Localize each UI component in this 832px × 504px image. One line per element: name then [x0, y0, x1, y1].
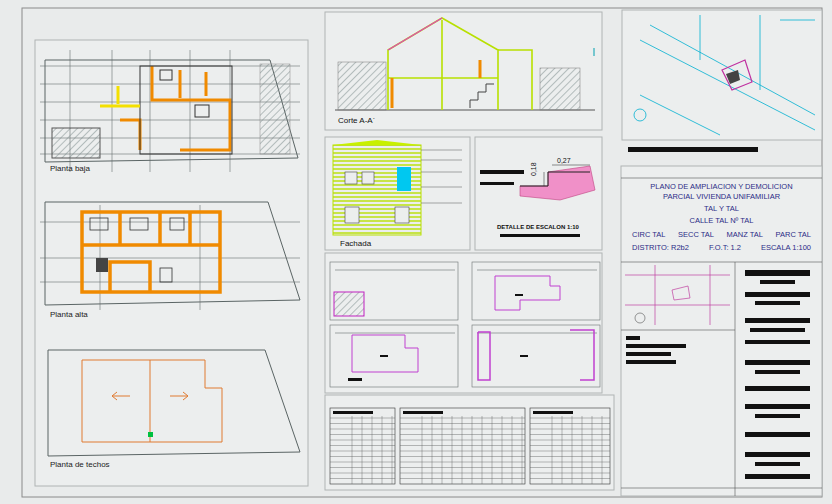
table-rule	[602, 416, 603, 484]
table-rule	[400, 418, 525, 419]
table-rule	[530, 423, 610, 424]
table-rule	[452, 416, 453, 484]
table-rule	[400, 462, 525, 463]
table-rule	[530, 473, 610, 474]
drawing-label: Fachada	[340, 240, 371, 248]
table-rule	[330, 473, 395, 474]
table-rule	[400, 451, 525, 452]
table-rule	[482, 416, 483, 484]
drawing-label: 0,18	[530, 162, 537, 176]
table-rule	[572, 416, 573, 484]
table-rule	[400, 423, 525, 424]
table-rule	[330, 440, 395, 441]
title-row: CIRC TAL SECC TAL MANZ TAL PARC TAL	[626, 230, 817, 240]
table-rule	[442, 416, 443, 484]
table-rule	[400, 440, 525, 441]
drawing-label: DETALLE DE ESCALON 1:10	[497, 224, 579, 230]
table-rule	[530, 462, 610, 463]
table-rule	[462, 416, 463, 484]
title-text: PLANO DE AMPLIACION Y DEMOLICION PARCIAL…	[626, 182, 817, 202]
table-rule	[330, 418, 395, 419]
table-rule	[472, 416, 473, 484]
title-text: DISTRITO: R2b2	[632, 243, 689, 253]
title-text: TAL Y TAL	[626, 204, 817, 214]
table-rule	[530, 418, 610, 419]
table-rule	[562, 416, 563, 484]
table-rule	[530, 467, 610, 468]
table-rule	[530, 440, 610, 441]
table-rule	[530, 456, 610, 457]
table-rule	[330, 445, 395, 446]
title-text: F.O.T: 1.2	[709, 243, 741, 253]
table-rule	[352, 416, 353, 484]
drawing-label: Planta baja	[50, 165, 90, 173]
title-text: MANZ TAL	[727, 230, 763, 240]
drawing-label: Planta de techos	[50, 461, 110, 469]
drawing-label: 0,27	[557, 157, 571, 164]
title-text: PARC TAL	[776, 230, 811, 240]
table-rule	[592, 416, 593, 484]
drawing-label: Corte A-A´	[338, 117, 375, 125]
table-rule	[422, 416, 423, 484]
table-rule	[512, 416, 513, 484]
table-rule	[330, 451, 395, 452]
table-rule	[530, 429, 610, 430]
drawing-label: Planta alta	[50, 311, 88, 319]
table-rule	[522, 416, 523, 484]
table-rule	[432, 416, 433, 484]
table-rule	[552, 416, 553, 484]
title-block: PLANO DE AMPLIACION Y DEMOLICION PARCIAL…	[623, 181, 820, 254]
title-row: DISTRITO: R2b2 F.O.T: 1.2 ESCALA 1:100	[626, 243, 817, 253]
table-rule	[400, 445, 525, 446]
title-text: CALLE TAL Nº TAL	[626, 216, 817, 226]
table-rule	[330, 434, 395, 435]
table-rule	[400, 429, 525, 430]
title-text: ESCALA 1:100	[761, 243, 811, 253]
table-rule	[330, 462, 395, 463]
table-rule	[400, 456, 525, 457]
table-rule	[382, 416, 383, 484]
table-rule	[400, 473, 525, 474]
table-rule	[330, 456, 395, 457]
table-rule	[330, 423, 395, 424]
table-rule	[392, 416, 393, 484]
table-rule	[582, 416, 583, 484]
table-rule	[530, 434, 610, 435]
table-rule	[330, 467, 395, 468]
title-text: SECC TAL	[678, 230, 714, 240]
table-rule	[330, 429, 395, 430]
table-rule	[330, 478, 395, 479]
table-rule	[530, 445, 610, 446]
table-rule	[400, 478, 525, 479]
table-rule	[530, 478, 610, 479]
table-rule	[492, 416, 493, 484]
table-rule	[362, 416, 363, 484]
title-text: CIRC TAL	[632, 230, 665, 240]
table-rule	[372, 416, 373, 484]
table-rule	[400, 434, 525, 435]
table-rule	[530, 451, 610, 452]
table-rule	[400, 467, 525, 468]
table-rule	[502, 416, 503, 484]
